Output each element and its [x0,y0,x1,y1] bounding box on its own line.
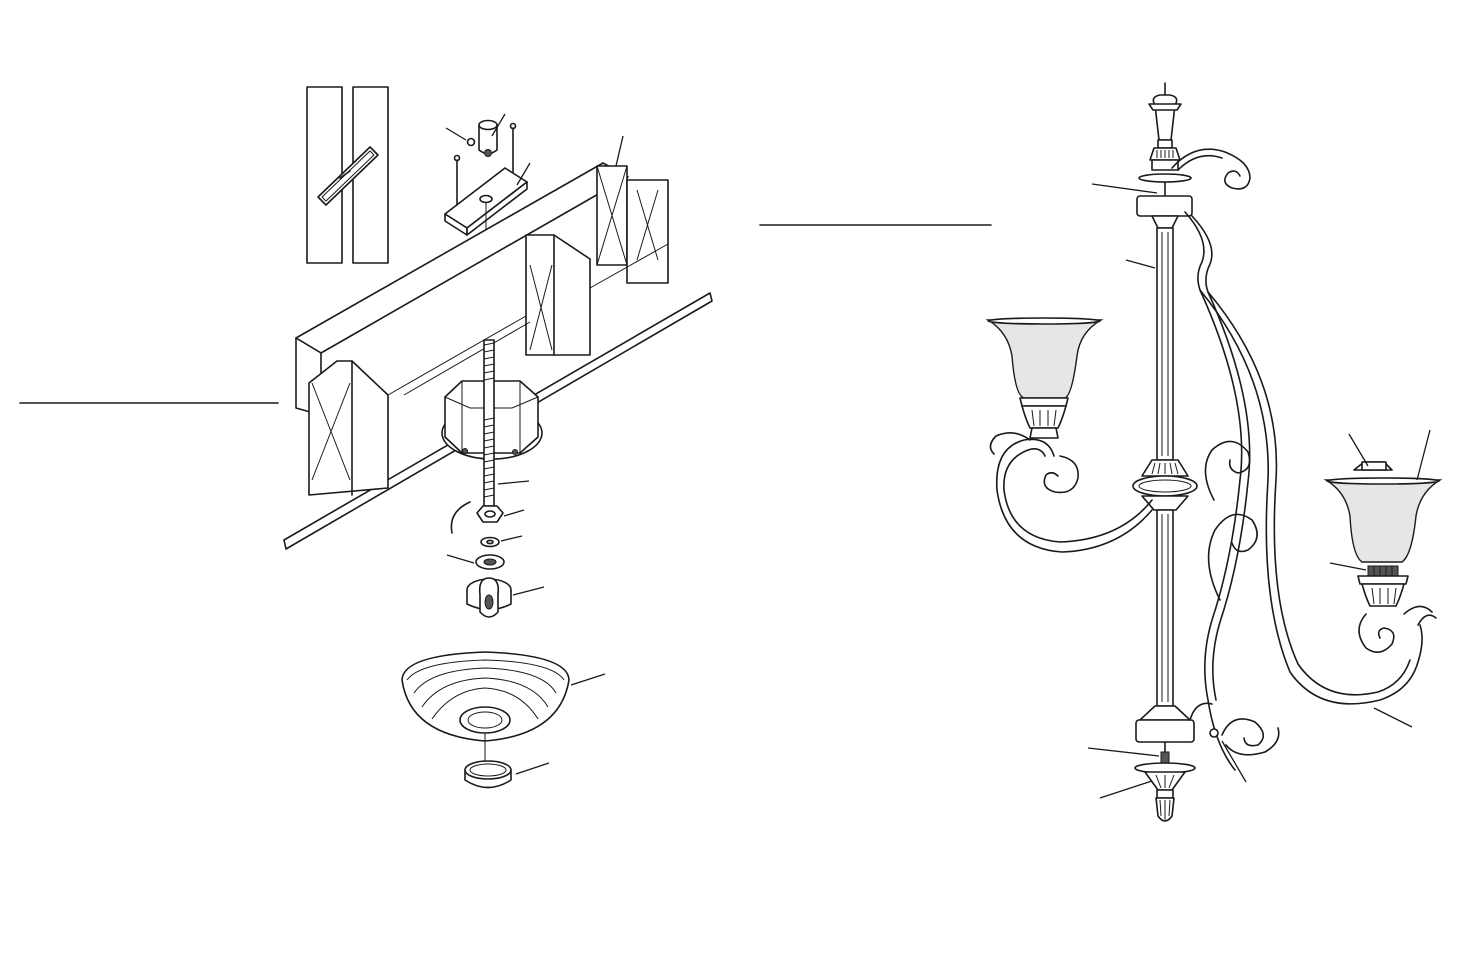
center-collar [1132,459,1198,511]
top-scroll [1171,148,1251,190]
washer [480,536,500,548]
inner-scrolls [1189,440,1280,756]
right-light [1323,461,1443,607]
loop-connector [466,577,512,618]
lower-stem [1156,509,1174,707]
hardware-stack [446,501,545,618]
top-finial [1138,82,1192,197]
set-screw [466,137,476,147]
mounting-diagram [19,86,713,789]
mounting-strap-assembly [444,113,531,246]
outer-frame [1184,211,1423,771]
canopy [401,651,606,762]
canopy-ring [464,760,550,789]
chandelier-diagram [985,82,1443,822]
right-arm-scrolls [1358,605,1437,653]
upper-stem [1156,227,1174,461]
outlet-box-assembly [441,339,543,507]
level-tool [317,146,379,206]
ceiling-joists [283,162,713,550]
lower-cap [1135,705,1195,765]
left-arm [989,432,1153,553]
top-cap [1136,195,1193,229]
left-light [985,317,1104,439]
stud-inset [306,86,389,264]
bottom-finial [1134,762,1196,822]
coupling-nut [478,119,498,157]
rod-threads [483,342,495,498]
